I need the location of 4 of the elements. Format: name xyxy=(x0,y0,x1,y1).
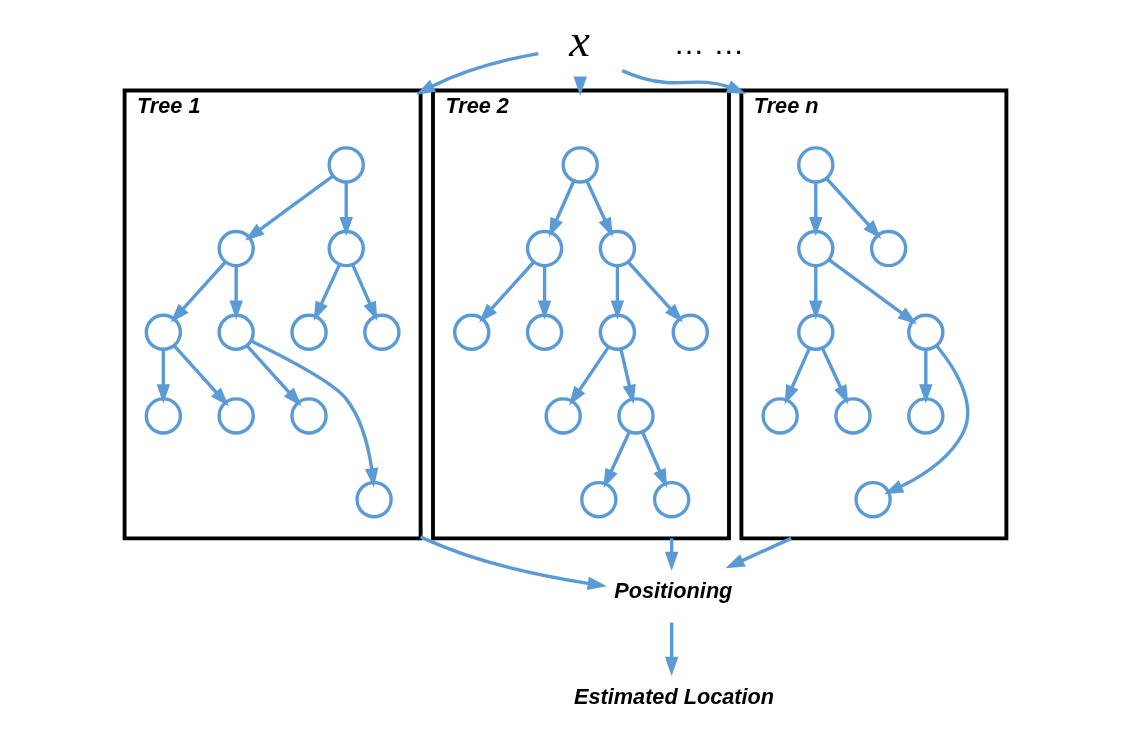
label: … … xyxy=(673,26,744,62)
node-text: Positioning xyxy=(613,578,732,604)
node-text: x xyxy=(568,15,590,67)
node-text: Estimated Location xyxy=(573,683,774,709)
